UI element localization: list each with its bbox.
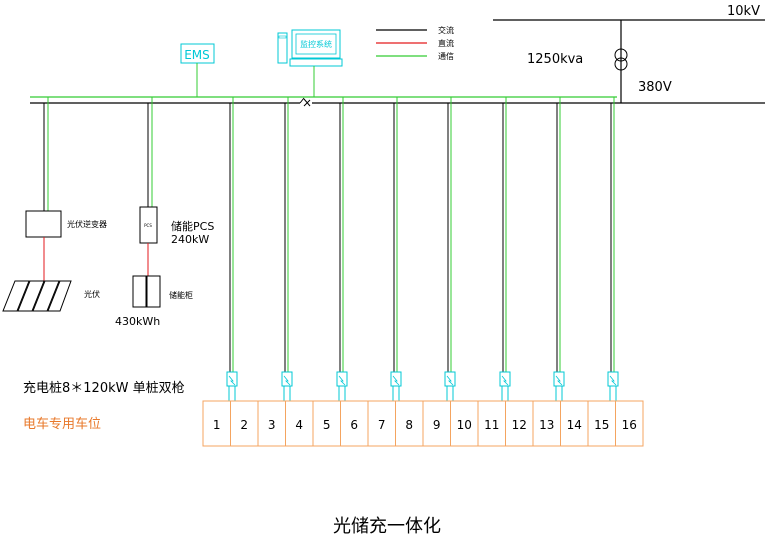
pv-inverter-label: 光伏逆变器 [67, 219, 107, 229]
parking-slot-number: 5 [323, 418, 331, 432]
charger-5 [444, 97, 456, 401]
parking-slot-number: 13 [539, 418, 554, 432]
legend: 交流 直流 通信 [376, 25, 454, 61]
parking-slot-number: 10 [457, 418, 472, 432]
hv-label: 10kV [727, 4, 760, 19]
battery-capacity: 430kWh [115, 315, 160, 328]
charging-pile-icon [390, 371, 402, 401]
parking-slot-number: 14 [567, 418, 582, 432]
parking-slot-number: 1 [213, 418, 221, 432]
parking-slot [285, 400, 314, 447]
solar-panel-icon [2, 280, 72, 312]
parking-slot-number: 12 [512, 418, 527, 432]
parking-slot [587, 400, 616, 447]
parking-slot-number: 8 [405, 418, 413, 432]
ems-label: EMS [184, 48, 210, 62]
pv-label: 光伏 [84, 289, 100, 299]
legend-label-comm: 通信 [438, 51, 454, 61]
charger-8 [607, 97, 619, 401]
charging-pile-icon [226, 371, 238, 401]
charger-6 [499, 97, 511, 401]
parking-slot [532, 400, 561, 447]
parking-slot [615, 400, 644, 447]
charging-pile-icon [553, 371, 565, 401]
parking-caption: 电车专用车位 [23, 416, 101, 432]
charging-pile-icon [281, 371, 293, 401]
parking-slot-number: 2 [240, 418, 248, 432]
breaker-icon [299, 97, 311, 107]
parking-slot [340, 400, 369, 447]
parking-slot [202, 400, 231, 447]
charger-caption: 充电桩8＊120kW 单桩双枪 [23, 380, 185, 396]
parking-slot [422, 400, 451, 447]
charger-4 [390, 97, 402, 401]
parking-slot-number: 3 [268, 418, 276, 432]
charging-pile-icon [336, 371, 348, 401]
charger-2 [281, 97, 293, 401]
diagram-title: 光储充一体化 [333, 516, 441, 537]
pcs-power: 240kW [171, 233, 209, 246]
charger-3 [336, 97, 348, 401]
parking-slot [505, 400, 534, 447]
legend-label-ac: 交流 [438, 25, 454, 35]
charging-pile-icon [499, 371, 511, 401]
parking-slot-number: 9 [433, 418, 441, 432]
parking-slot-number: 4 [295, 418, 303, 432]
pcs-box-label: PCS [144, 223, 152, 228]
transformer-label: 1250kva [527, 52, 583, 67]
charger-1 [226, 97, 238, 401]
parking-slot-number: 6 [350, 418, 358, 432]
lv-label: 380V [638, 80, 672, 95]
monitor-label: 监控系统 [300, 39, 332, 49]
parking-slot-number: 16 [622, 418, 637, 432]
parking-slot [477, 400, 506, 447]
pv-inverter-box [25, 210, 62, 238]
monitor-computer-icon [277, 29, 343, 67]
parking-slot [312, 400, 341, 447]
battery-cabinet-icon [132, 275, 161, 308]
pcs-label: 储能PCS [171, 219, 214, 233]
parking-slot [367, 400, 396, 447]
parking-slot [230, 400, 259, 447]
charging-pile-icon [444, 371, 456, 401]
parking-slot-number: 7 [378, 418, 386, 432]
charger-7 [553, 97, 565, 401]
parking-slot-number: 15 [594, 418, 609, 432]
battery-label: 储能柜 [169, 290, 193, 300]
parking-slot [395, 400, 424, 447]
transformer-icon [614, 48, 628, 71]
charging-pile-icon [607, 371, 619, 401]
charger-feeders [226, 97, 619, 401]
legend-label-dc: 直流 [438, 38, 454, 48]
parking-slot-number: 11 [484, 418, 499, 432]
parking-slot [257, 400, 286, 447]
